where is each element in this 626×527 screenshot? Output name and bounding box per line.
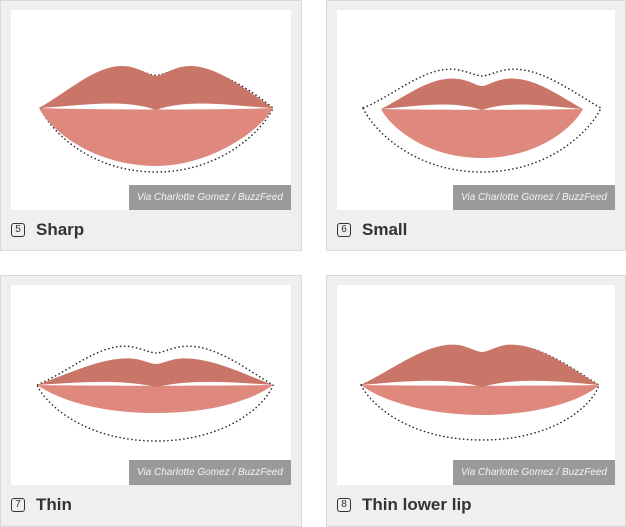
image-credit: Via Charlotte Gomez / BuzzFeed	[129, 185, 291, 210]
outline-guide	[362, 68, 602, 173]
lower-lip	[39, 108, 273, 166]
lips-small-illustration	[362, 68, 602, 173]
lower-lip	[381, 109, 583, 158]
number-box-icon: 8	[337, 498, 351, 512]
card-label-row: 6 Small	[337, 210, 615, 250]
lip-card-thin-lower-lip[interactable]: Via Charlotte Gomez / BuzzFeed 8 Thin lo…	[326, 275, 626, 527]
card-label: Thin	[36, 495, 72, 514]
upper-lip	[37, 358, 273, 387]
lips-thin-illustration	[36, 345, 274, 442]
card-label: Thin lower lip	[362, 495, 472, 514]
number-box-icon: 7	[11, 498, 25, 512]
upper-lip	[381, 78, 583, 110]
card-label: Sharp	[36, 220, 85, 239]
upper-lip	[361, 344, 599, 387]
outline-guide	[36, 345, 274, 442]
upper-lip	[39, 65, 273, 110]
lip-card-thin[interactable]: Via Charlotte Gomez / BuzzFeed 7 Thin	[0, 275, 302, 527]
image-credit: Via Charlotte Gomez / BuzzFeed	[453, 460, 615, 485]
image-credit: Via Charlotte Gomez / BuzzFeed	[453, 185, 615, 210]
lips-thin-lower-lip-illustration	[360, 344, 600, 441]
lower-lip	[37, 385, 273, 413]
image-credit: Via Charlotte Gomez / BuzzFeed	[129, 460, 291, 485]
lip-illustration: Via Charlotte Gomez / BuzzFeed	[11, 285, 291, 485]
lip-card-sharp[interactable]: Via Charlotte Gomez / BuzzFeed 5 Sharp	[0, 0, 302, 251]
lip-illustration: Via Charlotte Gomez / BuzzFeed	[337, 285, 615, 485]
lip-illustration: Via Charlotte Gomez / BuzzFeed	[337, 10, 615, 210]
card-label-row: 8 Thin lower lip	[337, 485, 615, 525]
lips-sharp-illustration	[39, 65, 274, 173]
card-label: Small	[362, 220, 408, 239]
card-label-row: 5 Sharp	[11, 210, 291, 250]
lip-illustration: Via Charlotte Gomez / BuzzFeed	[11, 10, 291, 210]
card-label-row: 7 Thin	[11, 485, 291, 525]
lower-lip	[361, 385, 599, 415]
number-box-icon: 6	[337, 223, 351, 237]
number-box-icon: 5	[11, 223, 25, 237]
lip-card-small[interactable]: Via Charlotte Gomez / BuzzFeed 6 Small	[326, 0, 626, 251]
